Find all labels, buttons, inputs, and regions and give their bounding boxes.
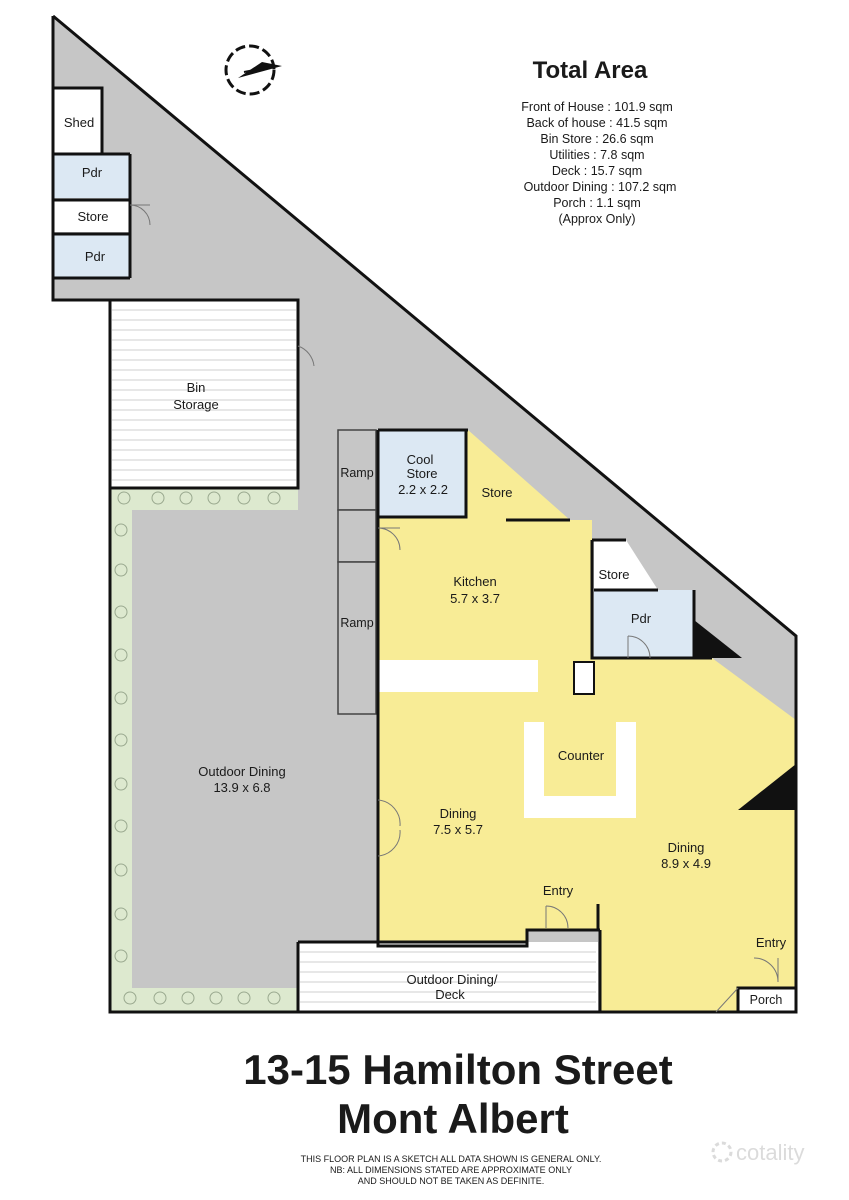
pdr-room-2 xyxy=(53,234,130,278)
bin-storage-hatch xyxy=(112,309,296,481)
address-line-1: 13-15 Hamilton Street xyxy=(243,1046,672,1093)
walls xyxy=(51,14,798,1014)
landscape-border xyxy=(110,488,298,1012)
area-line: Deck : 15.7 sqm xyxy=(552,164,642,178)
deck-room xyxy=(298,942,598,1012)
compass-icon xyxy=(224,44,282,96)
label-dining-2-dim: 8.9 x 4.9 xyxy=(661,856,711,871)
dark-triangle-1 xyxy=(694,620,742,658)
area-line: Porch : 1.1 sqm xyxy=(553,196,641,210)
label-bin-storage-2: Storage xyxy=(173,397,219,412)
label-pdr-2: Pdr xyxy=(85,249,106,264)
label-entry-2: Entry xyxy=(756,935,787,950)
shed-room xyxy=(53,88,102,154)
area-line: Outdoor Dining : 107.2 sqm xyxy=(524,180,677,194)
ramp-1 xyxy=(337,429,377,511)
label-dining-1-dim: 7.5 x 5.7 xyxy=(433,822,483,837)
label-ramp-1: Ramp xyxy=(340,466,373,480)
label-shed: Shed xyxy=(64,115,94,130)
porch-room xyxy=(738,988,796,1012)
bin-storage-room xyxy=(110,300,298,488)
label-cool-store-1: Cool xyxy=(407,452,434,467)
label-store-1: Store xyxy=(77,209,108,224)
shrubs xyxy=(114,491,281,1005)
ramp-3 xyxy=(337,561,377,715)
area-line: Front of House : 101.9 sqm xyxy=(521,100,672,114)
area-title: Total Area xyxy=(533,57,648,84)
label-entry-1: Entry xyxy=(543,883,574,898)
label-store-3: Store xyxy=(598,567,629,582)
disclaimer-line: NB: ALL DIMENSIONS STATED ARE APPROXIMAT… xyxy=(330,1165,572,1175)
label-dining-2: Dining xyxy=(668,840,705,855)
area-line: Back of house : 41.5 sqm xyxy=(526,116,667,130)
label-pdr-3: Pdr xyxy=(631,611,652,626)
label-kitchen: Kitchen xyxy=(453,574,496,589)
doors xyxy=(129,204,779,1013)
area-line: Bin Store : 26.6 sqm xyxy=(540,132,653,146)
watermark-text: cotality xyxy=(736,1140,804,1165)
label-bin-storage-1: Bin xyxy=(187,380,206,395)
dark-triangle-2 xyxy=(738,764,796,810)
cool-store-room xyxy=(378,431,466,517)
ramp-2 xyxy=(337,509,377,563)
area-line: (Approx Only) xyxy=(558,212,635,226)
disclaimer-line: THIS FLOOR PLAN IS A SKETCH ALL DATA SHO… xyxy=(301,1154,602,1164)
label-ramp-2: Ramp xyxy=(340,616,373,630)
deck-hatch xyxy=(300,951,596,1003)
label-counter: Counter xyxy=(558,748,605,763)
label-pdr-1: Pdr xyxy=(82,165,103,180)
label-dining-1: Dining xyxy=(440,806,477,821)
label-cool-store-2: Store xyxy=(406,466,437,481)
label-porch: Porch xyxy=(750,993,783,1007)
store-room-3 xyxy=(594,540,658,590)
interior-yellow xyxy=(378,430,796,1012)
disclaimer-line: AND SHOULD NOT BE TAKEN AS DEFINITE. xyxy=(358,1176,545,1186)
label-cool-store-dim: 2.2 x 2.2 xyxy=(398,482,448,497)
label-store-2: Store xyxy=(481,485,512,500)
address-line-2: Mont Albert xyxy=(337,1095,569,1142)
label-deck-2: Deck xyxy=(435,987,465,1002)
cotality-logo: cotality xyxy=(711,1140,804,1165)
label-outdoor-dining-dim: 13.9 x 6.8 xyxy=(213,780,270,795)
label-outdoor-dining: Outdoor Dining xyxy=(198,764,285,779)
label-kitchen-dim: 5.7 x 3.7 xyxy=(450,591,500,606)
kitchen-small-unit xyxy=(573,661,595,695)
store-room-1 xyxy=(53,200,130,232)
area-line: Utilities : 7.8 sqm xyxy=(549,148,644,162)
pdr-room-3 xyxy=(594,590,694,658)
kitchen-bench xyxy=(378,660,538,692)
counter-shape xyxy=(524,722,636,818)
pdr-room-1 xyxy=(53,154,130,198)
label-deck-1: Outdoor Dining/ xyxy=(406,972,497,987)
